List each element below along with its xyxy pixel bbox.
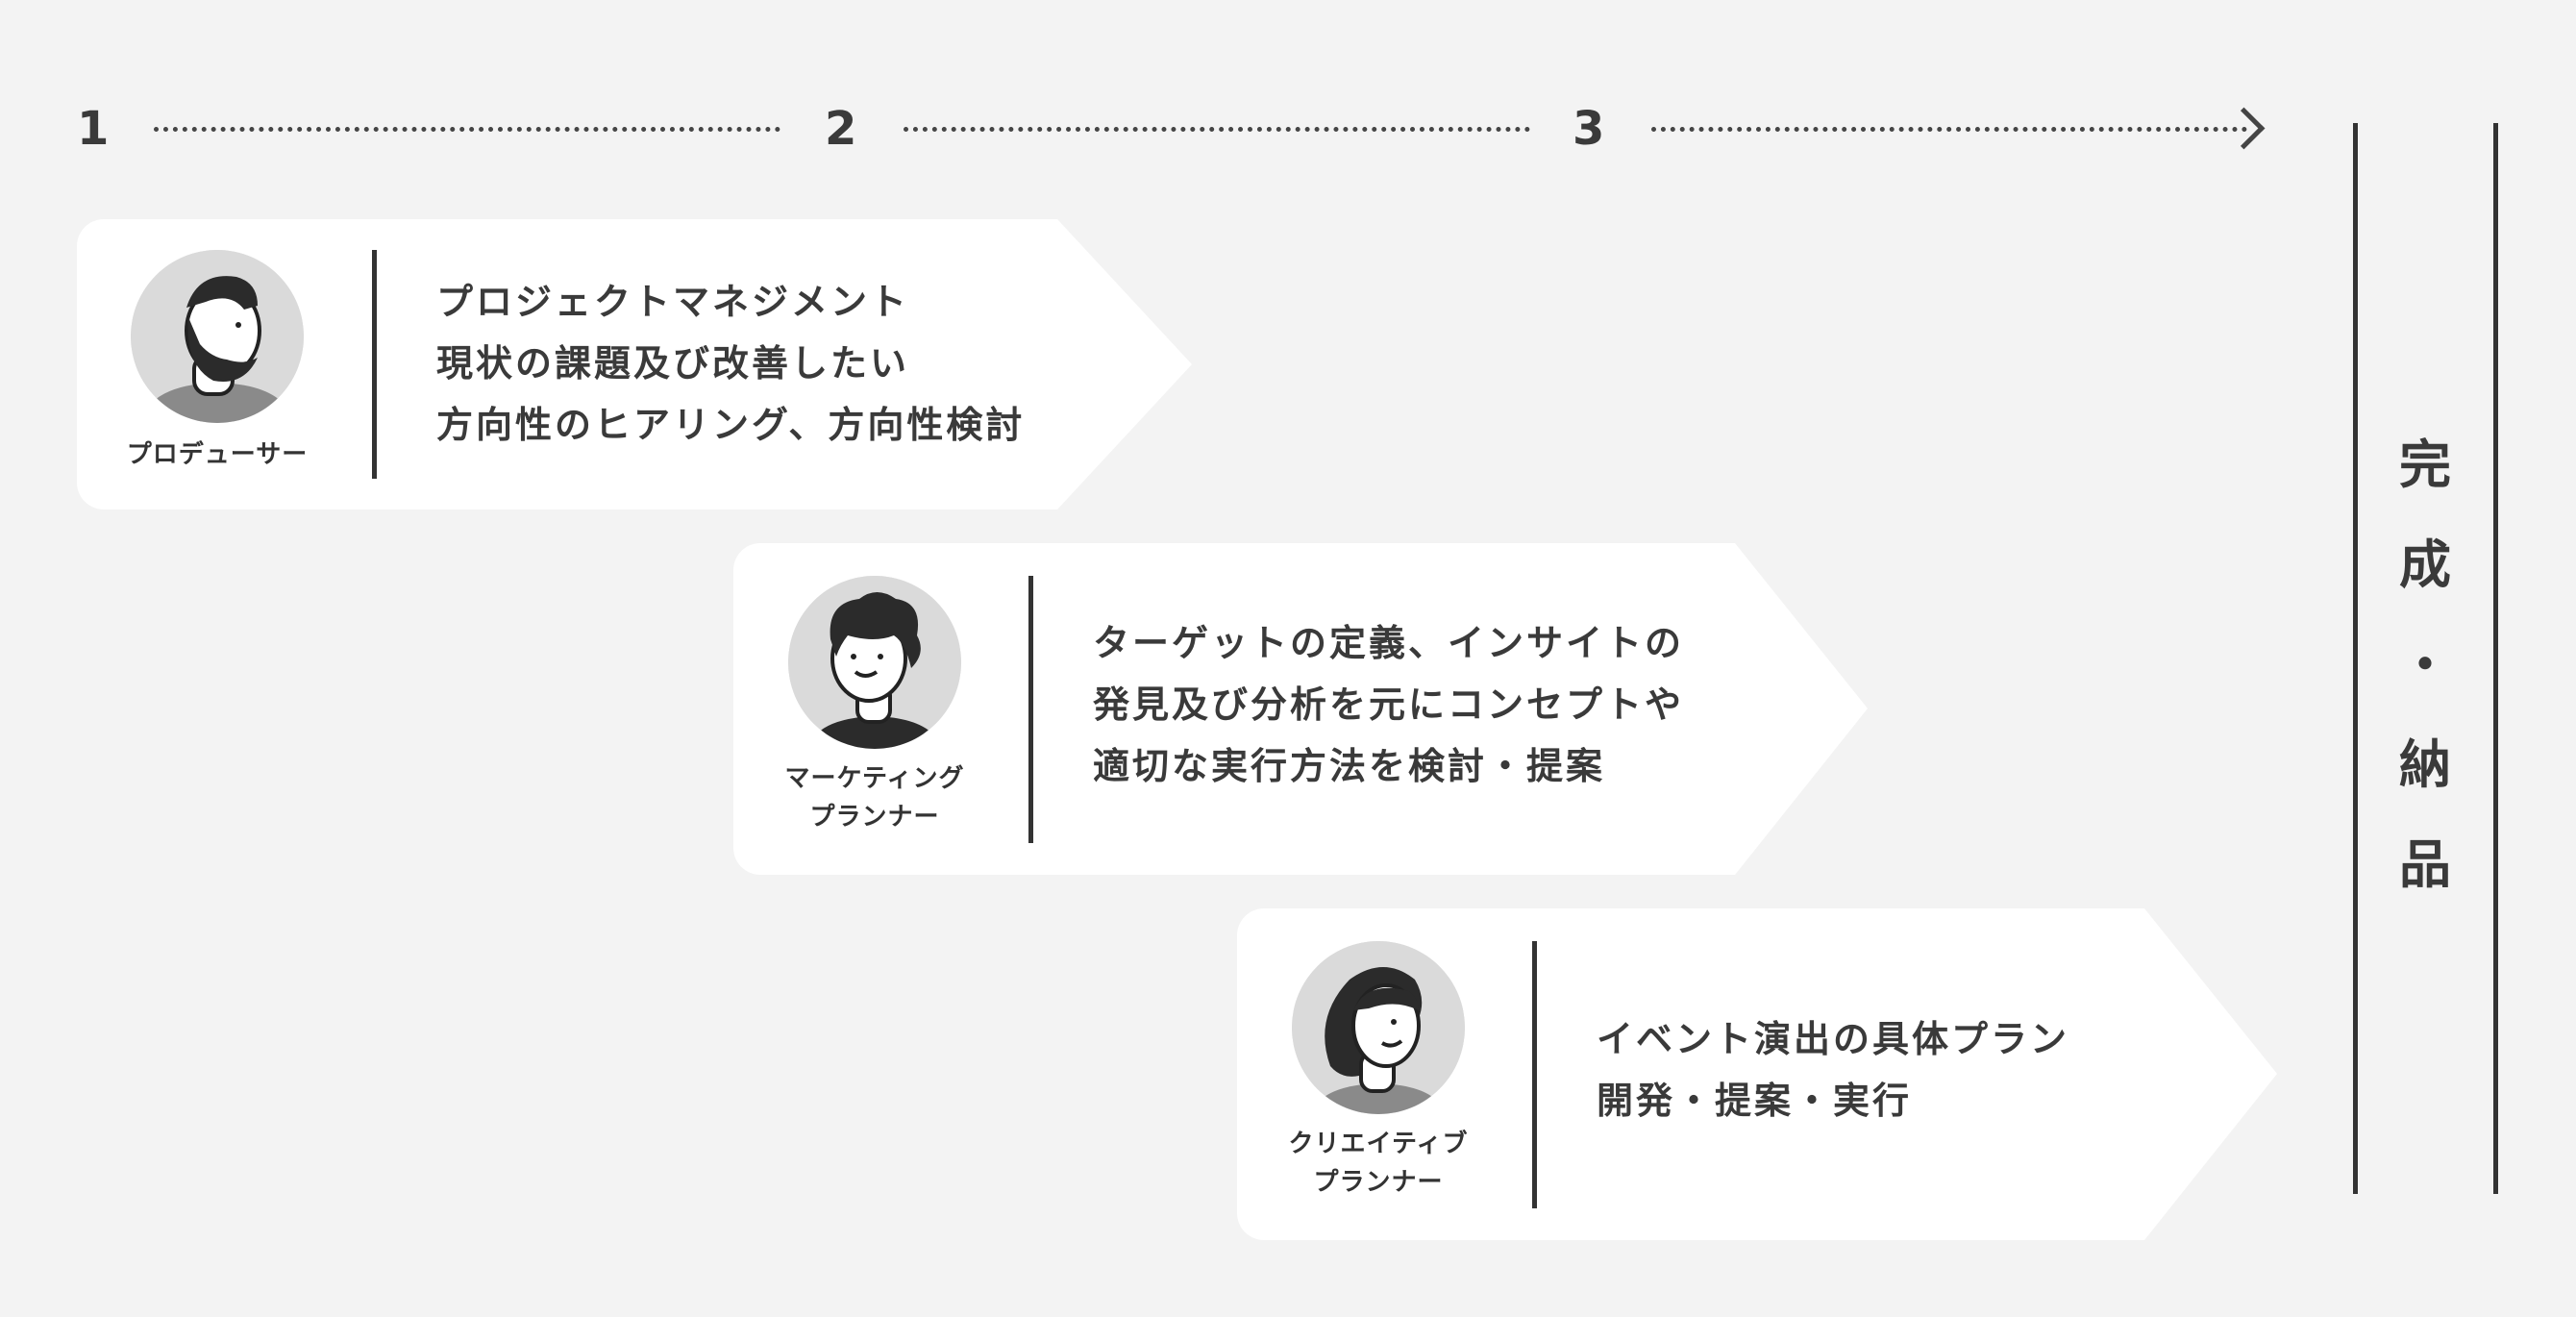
long-hair-woman-avatar-icon [1292, 941, 1465, 1114]
card-divider [1028, 576, 1033, 843]
role-label-producer: プロデューサー [77, 435, 358, 474]
card-producer: プロデューサー プロジェクトマネジメント 現状の課題及び改善したい 方向性のヒア… [77, 219, 1192, 509]
completion-right-line [2493, 123, 2498, 1194]
card-shape [77, 219, 1192, 509]
role-line: プランナー [1313, 1168, 1444, 1197]
card-description: プロジェクトマネジメント 現状の課題及び改善したい 方向性のヒアリング、方向性検… [436, 271, 1025, 456]
completion-char: ・ [2399, 634, 2451, 695]
role-line: クリエイティブ [1288, 1130, 1469, 1158]
completion-left-line [2353, 123, 2358, 1194]
role-line: プロデューサー [126, 440, 309, 469]
description-line-3: 方向性のヒアリング、方向性検討 [436, 404, 1026, 446]
card-description: ターゲットの定義、インサイトの 発見及び分析を元にコンセプトや 適切な実行方法を… [1093, 612, 1684, 797]
timeline-dotted-line-3 [1651, 127, 2247, 132]
step-number-1: 1 [77, 102, 110, 156]
step-number-3: 3 [1573, 102, 1605, 156]
timeline-dotted-line-2 [904, 127, 1530, 132]
card-divider [1532, 941, 1537, 1208]
curly-hair-man-avatar-icon [788, 576, 961, 749]
description-line-2: 発見及び分析を元にコンセプトや [1093, 683, 1685, 726]
completion-char: 成 [2399, 534, 2451, 595]
completion-label: 完 成 ・ 納 品 [2374, 415, 2476, 915]
description-line-3: 適切な実行方法を検討・提案 [1093, 745, 1606, 787]
step-number-2: 2 [825, 102, 857, 156]
description-line-2: 現状の課題及び改善したい [436, 342, 910, 385]
description-line-1: ターゲットの定義、インサイトの [1093, 622, 1685, 664]
description-line-2: 開発・提案・実行 [1597, 1080, 1913, 1122]
card-divider [372, 250, 377, 479]
card-marketing-planner: マーケティング プランナー ターゲットの定義、インサイトの 発見及び分析を元にコ… [733, 543, 1868, 875]
card-description: イベント演出の具体プラン 開発・提案・実行 [1597, 1008, 2069, 1131]
role-label-marketing-planner: マーケティング プランナー [733, 759, 1016, 836]
role-line: マーケティング [784, 764, 965, 793]
completion-char: 品 [2399, 834, 2451, 895]
timeline-dotted-line-1 [154, 127, 780, 132]
description-line-1: イベント演出の具体プラン [1597, 1018, 2070, 1060]
role-line: プランナー [809, 803, 940, 832]
card-shape [733, 543, 1868, 875]
role-label-creative-planner: クリエイティブ プランナー [1237, 1125, 1520, 1202]
completion-char: 完 [2399, 435, 2451, 495]
bearded-man-avatar-icon [131, 250, 304, 423]
card-shape [1237, 908, 2277, 1240]
description-line-1: プロジェクトマネジメント [436, 281, 910, 323]
card-creative-planner: クリエイティブ プランナー イベント演出の具体プラン 開発・提案・実行 [1237, 908, 2277, 1240]
completion-char: 納 [2399, 734, 2451, 795]
timeline-arrow-icon [2222, 107, 2266, 150]
